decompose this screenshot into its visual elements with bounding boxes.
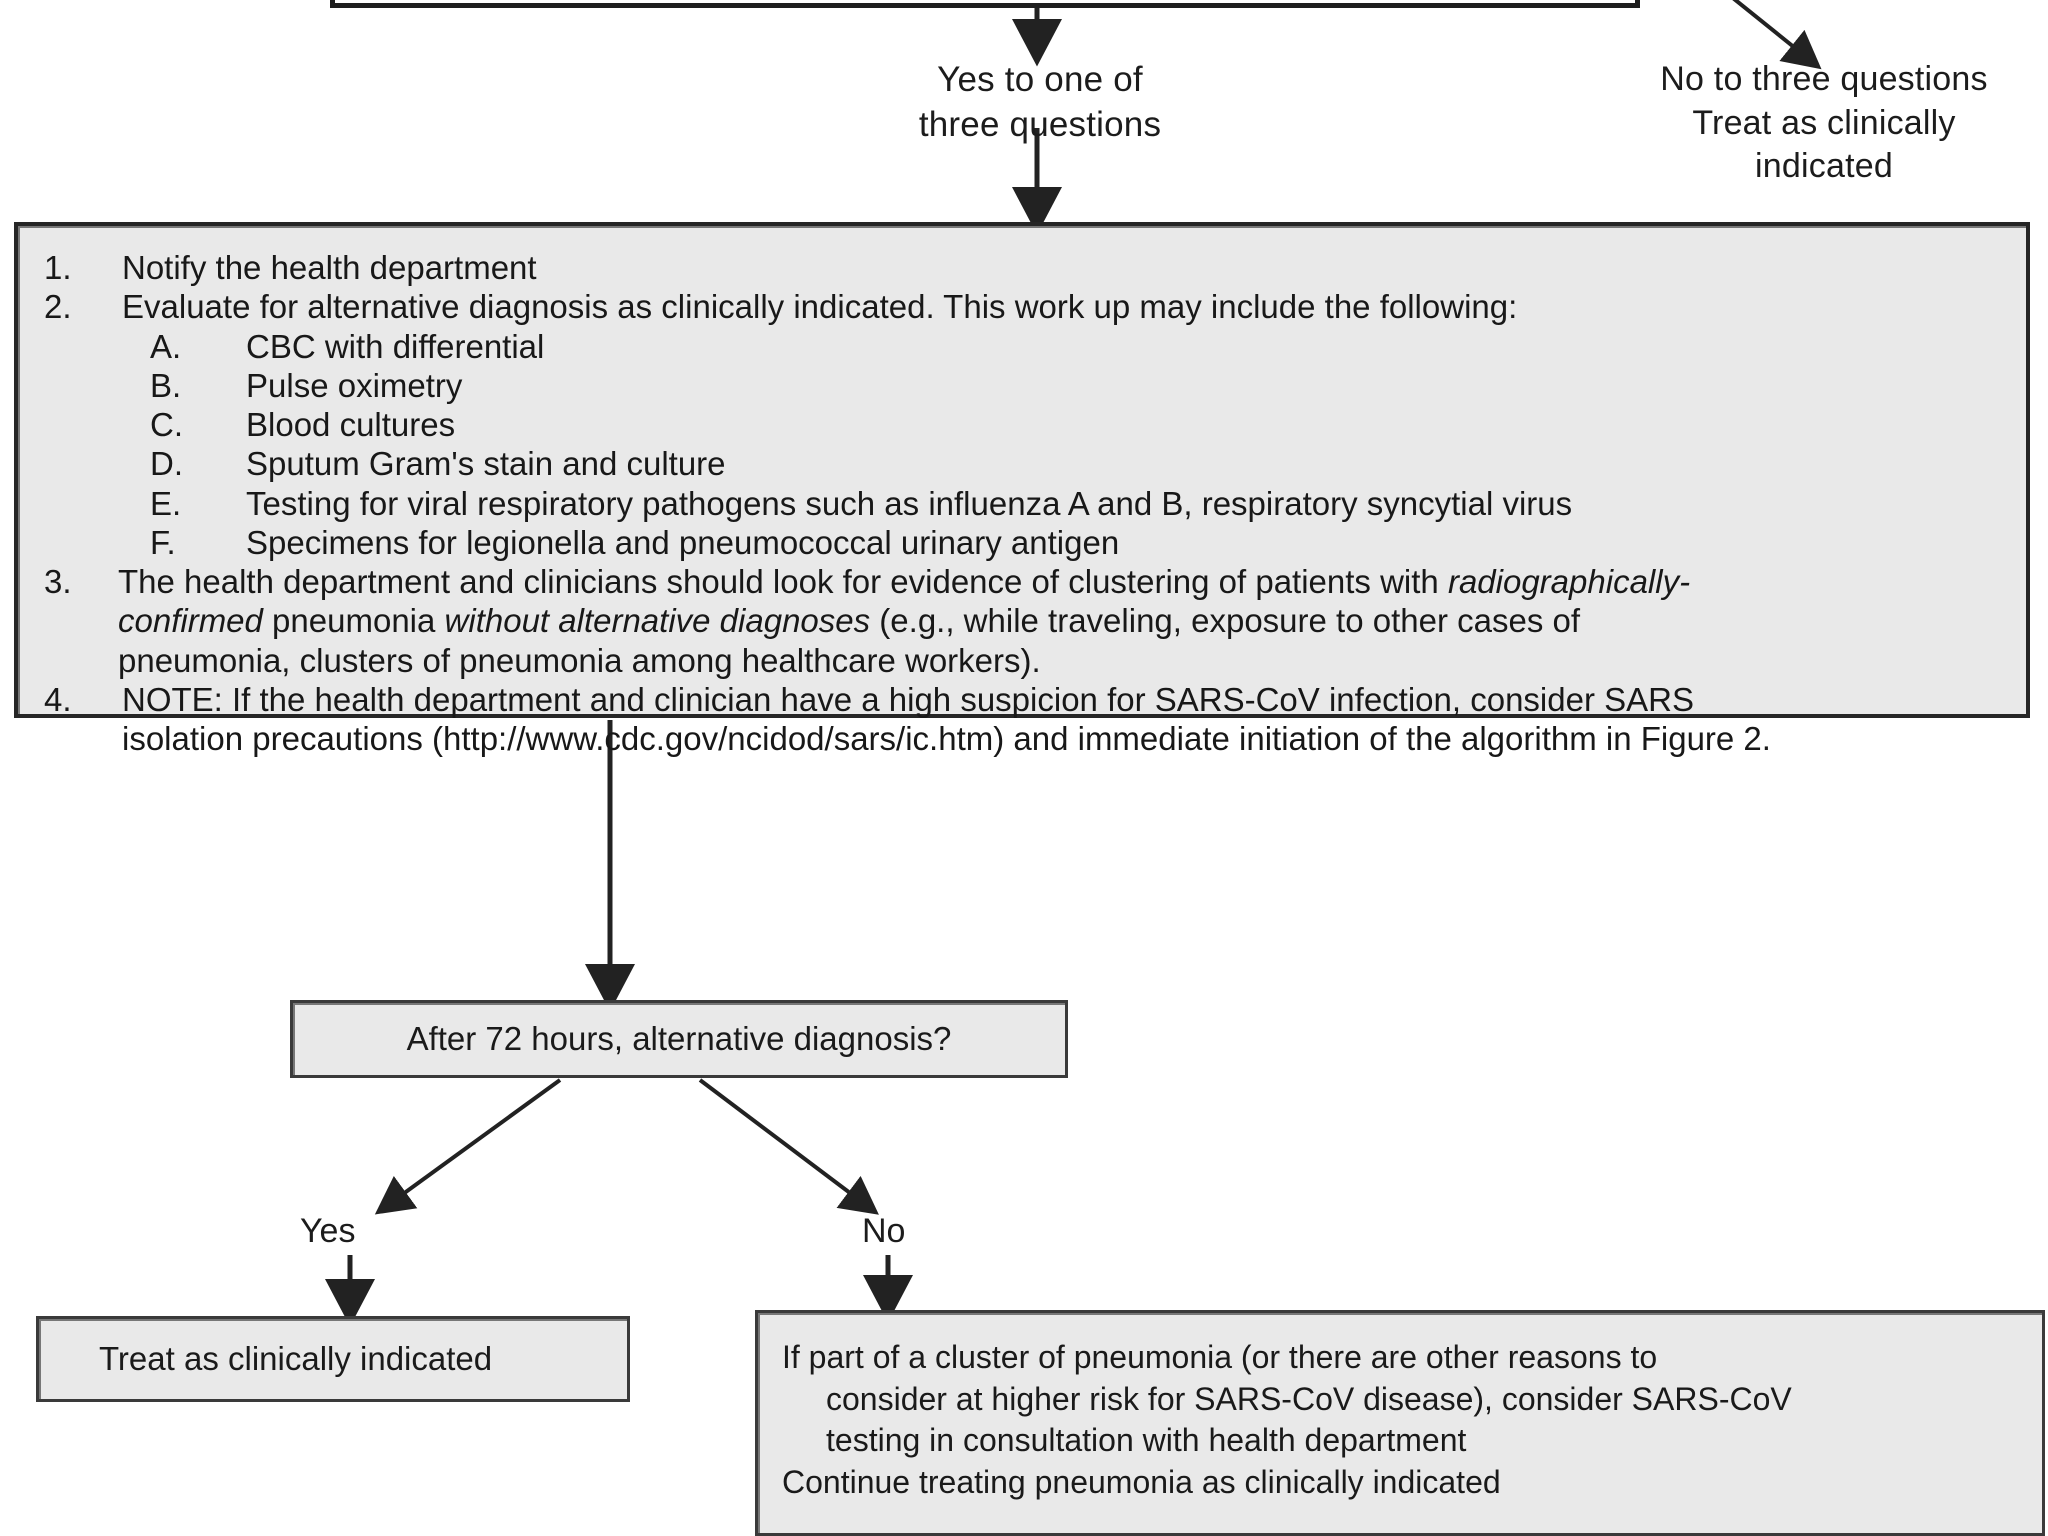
list-item: E. Testing for viral respiratory pathoge… [44, 484, 2000, 523]
outcome-treat-text: Treat as clinically indicated [99, 1340, 493, 1377]
decision-box: After 72 hours, alternative diagnosis? [290, 1000, 1068, 1078]
item3-part3: (e.g., while traveling, exposure to othe… [870, 602, 1581, 640]
outcome-cluster-box: If part of a cluster of pneumonia (or th… [755, 1310, 2045, 1536]
list-item: B. Pulse oximetry [44, 366, 2000, 405]
list-item: 4. NOTE: If the health department and cl… [44, 680, 2000, 759]
list-item-text: NOTE: If the health department and clini… [122, 680, 2000, 759]
list-item-number: 2. [44, 288, 72, 326]
list-item-number: A. [150, 327, 182, 365]
list-item-text: Pulse oximetry [246, 366, 463, 404]
cluster-line-2: consider at higher risk for SARS-CoV dis… [826, 1380, 1792, 1417]
item3-part2: pneumonia [262, 602, 445, 640]
list-item-number: C. [150, 406, 183, 444]
list-item: F. Specimens for legionella and pneumoco… [44, 523, 2000, 562]
list-item-number: E. [150, 484, 182, 522]
list-item: 3. The health department and clinicians … [44, 562, 2000, 680]
list-item-number: 4. [44, 680, 72, 718]
top-truncated-box [330, 0, 1640, 8]
list-item: 1. Notify the health department [44, 248, 2000, 287]
list-item: A. CBC with differential [44, 327, 2000, 366]
cluster-line-1: If part of a cluster of pneumonia (or th… [782, 1339, 1658, 1375]
decision-question: After 72 hours, alternative diagnosis? [406, 1020, 952, 1057]
item4-line2: isolation precautions (http://www.cdc.go… [122, 720, 1771, 758]
list-item-text: The health department and clinicians sho… [118, 562, 2000, 680]
item3-part1: The health department and clinicians sho… [118, 563, 1448, 601]
list-item-text: Specimens for legionella and pneumococca… [246, 523, 1120, 561]
list-item-text: Notify the health department [122, 249, 537, 286]
instruction-panel: 1. Notify the health department 2. Evalu… [14, 222, 2030, 757]
list-item-text: Sputum Gram's stain and culture [246, 445, 726, 483]
list-item-text: Evaluate for alternative diagnosis as cl… [122, 288, 1518, 326]
list-item-number: 3. [44, 563, 72, 601]
outcome-treat-box: Treat as clinically indicated [36, 1316, 630, 1402]
edge-label-yes: Yes [300, 1212, 356, 1250]
item3-italic-3: without alternative diagnoses [444, 602, 871, 640]
cluster-line-3: testing in consultation with health depa… [826, 1422, 1467, 1459]
list-item: 2. Evaluate for alternative diagnosis as… [44, 287, 2000, 326]
edge-label-no: No [862, 1212, 906, 1250]
list-item-number: F. [150, 523, 176, 561]
item3-italic-2: confirmed [118, 602, 263, 640]
list-item-number: 1. [44, 249, 72, 286]
list-item-text: Testing for viral respiratory pathogens … [246, 484, 1573, 522]
list-item-number: B. [150, 366, 182, 404]
list-item: C. Blood cultures [44, 405, 2000, 444]
item3-italic-1: radiographically- [1447, 563, 1691, 601]
item4-line1: NOTE: If the health department and clini… [122, 680, 1694, 718]
no-branch-label: No to three questions Treat as clinicall… [1660, 60, 1988, 186]
list-item: D. Sputum Gram's stain and culture [44, 444, 2000, 483]
cluster-line-4: Continue treating pneumonia as clinicall… [782, 1463, 1501, 1500]
yes-branch-label: Yes to one of three questions [918, 60, 1162, 144]
list-item-number: D. [150, 445, 183, 483]
list-item-text: CBC with differential [246, 327, 545, 365]
list-item-text: Blood cultures [246, 406, 456, 444]
item3-part4: pneumonia, clusters of pneumonia among h… [118, 641, 1041, 679]
